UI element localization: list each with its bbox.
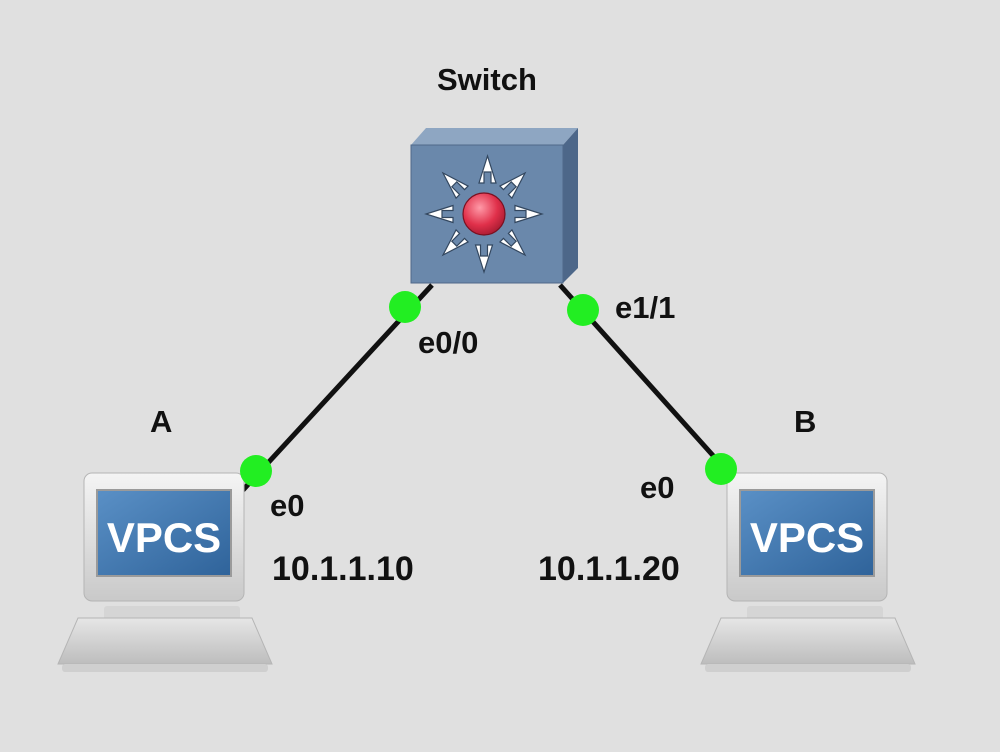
switch-label: Switch bbox=[437, 62, 537, 97]
host-a-device[interactable] bbox=[57, 472, 273, 672]
port-label-e1-1: e1/1 bbox=[615, 290, 676, 325]
switch-device[interactable] bbox=[410, 128, 578, 284]
port-label-e0-0: e0/0 bbox=[418, 325, 479, 360]
port-status-e0-0 bbox=[389, 291, 421, 323]
host-b-ip: 10.1.1.20 bbox=[538, 550, 680, 588]
host-a-screen-text: VPCS bbox=[107, 514, 221, 561]
host-b-device[interactable] bbox=[700, 472, 916, 672]
switch-core-icon bbox=[462, 192, 506, 236]
switch-arrows-icon bbox=[424, 154, 544, 274]
host-a-label: A bbox=[150, 404, 173, 439]
host-b-label: B bbox=[794, 404, 817, 439]
port-label-a-e0: e0 bbox=[270, 488, 305, 523]
port-status-b-e0 bbox=[705, 453, 737, 485]
port-label-b-e0: e0 bbox=[640, 470, 675, 505]
port-status-a-e0 bbox=[240, 455, 272, 487]
host-b-screen-text: VPCS bbox=[750, 514, 864, 561]
port-status-e1-1 bbox=[567, 294, 599, 326]
host-a-ip: 10.1.1.10 bbox=[272, 550, 414, 588]
